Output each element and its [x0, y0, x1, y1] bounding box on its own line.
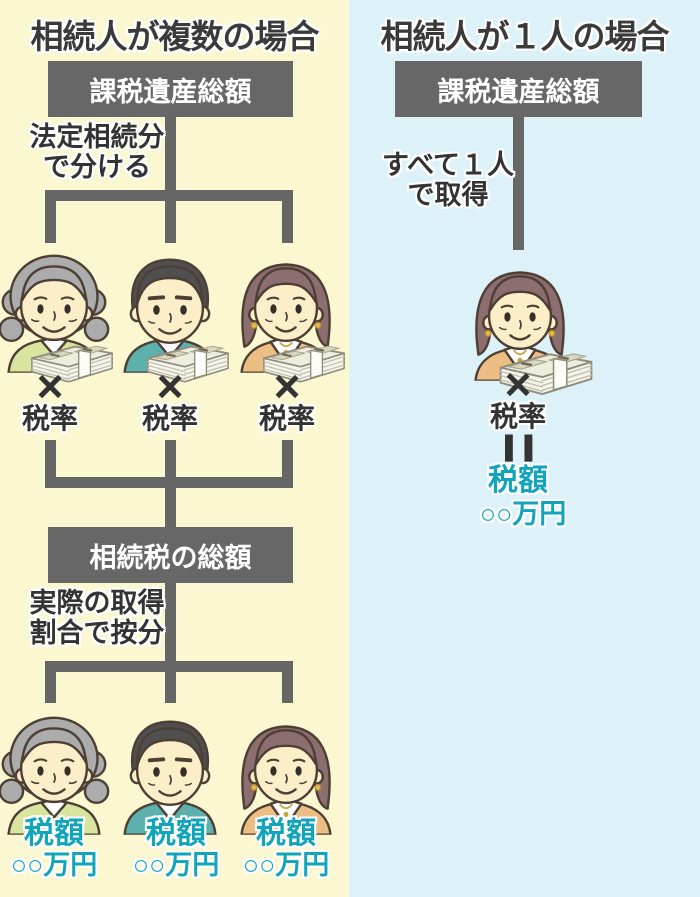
connector-line — [45, 661, 293, 672]
heir-woman-illustration — [228, 704, 344, 835]
tax-amount-value: ○○万円 — [132, 850, 220, 880]
connector-line — [165, 190, 176, 243]
connector-line — [45, 661, 56, 703]
tax-rate-label: 税率 — [141, 403, 198, 434]
elderly-woman-icon — [0, 704, 112, 835]
connector-line — [165, 440, 176, 527]
tax-rate-label: 税率 — [21, 403, 78, 434]
connector-line — [45, 440, 56, 488]
equals-symbol: = — [478, 432, 558, 464]
apportion-note-line2: 割合で按分 — [29, 618, 165, 648]
right-panel-title: 相続人が１人の場合 — [380, 18, 670, 55]
total-inheritance-tax-box: 相続税の総額 — [48, 527, 293, 583]
apportion-note: 実際の取得 割合で按分 — [17, 588, 177, 648]
heir-elderly-woman-illustration — [0, 704, 112, 835]
divide-note: 法定相続分 で分ける — [17, 122, 177, 182]
tax-rate-label: 税率 — [489, 401, 546, 432]
tax-amount-label: 税額 — [256, 817, 316, 850]
equals-symbol-wrap: = — [460, 432, 576, 467]
divide-note-line1: 法定相続分 — [29, 122, 165, 152]
apportion-note-line1: 実際の取得 — [29, 588, 165, 618]
multiply-symbol: × — [36, 360, 64, 412]
multiply-symbol: × — [156, 360, 184, 412]
connector-line — [45, 190, 56, 243]
single-heir-panel: 相続人が１人の場合 課税遺産総額 すべて１人 で取得 × 税率 = 税額 ○○万… — [349, 0, 700, 897]
acquire-note-line2: で取得 — [407, 180, 489, 210]
divide-note-line2: で分ける — [43, 152, 151, 182]
taxable-estate-box: 課税遺産総額 — [395, 61, 642, 117]
heir-man-illustration — [112, 242, 228, 373]
man-icon — [112, 704, 228, 835]
tax-amount-value: ○○万円 — [242, 850, 330, 880]
tax-amount-label: 税額 — [24, 817, 84, 850]
acquire-note-line1: すべて１人 — [381, 150, 515, 180]
tax-amount-value: ○○万円 — [10, 850, 98, 880]
taxable-estate-box-label: 課税遺産総額 — [437, 76, 600, 107]
woman-icon — [228, 704, 344, 835]
tax-amount-value: ○○万円 — [479, 499, 567, 529]
heir-woman-illustration — [228, 242, 344, 373]
connector-line — [165, 583, 176, 703]
total-inheritance-tax-box-label: 相続税の総額 — [89, 542, 252, 573]
connector-line — [513, 116, 524, 250]
tax-amount-label: 税額 — [488, 464, 548, 497]
multiply-symbol: × — [273, 360, 301, 412]
acquire-note: すべて１人 で取得 — [368, 150, 528, 210]
connector-line — [282, 190, 293, 243]
tax-amount-label: 税額 — [146, 817, 206, 850]
tax-rate-label: 税率 — [258, 403, 315, 434]
multiply-symbol: × — [504, 358, 532, 410]
heir-man-illustration — [112, 704, 228, 835]
heir-elderly-woman-illustration — [0, 242, 112, 373]
taxable-estate-box-label: 課税遺産総額 — [89, 76, 252, 107]
taxable-estate-box: 課税遺産総額 — [48, 61, 293, 117]
connector-line — [165, 116, 176, 196]
left-panel-title: 相続人が複数の場合 — [30, 18, 320, 55]
connector-line — [282, 440, 293, 488]
multiple-heirs-panel: 相続人が複数の場合 課税遺産総額 法定相続分 で分ける × × × — [0, 0, 349, 897]
connector-line — [282, 661, 293, 703]
